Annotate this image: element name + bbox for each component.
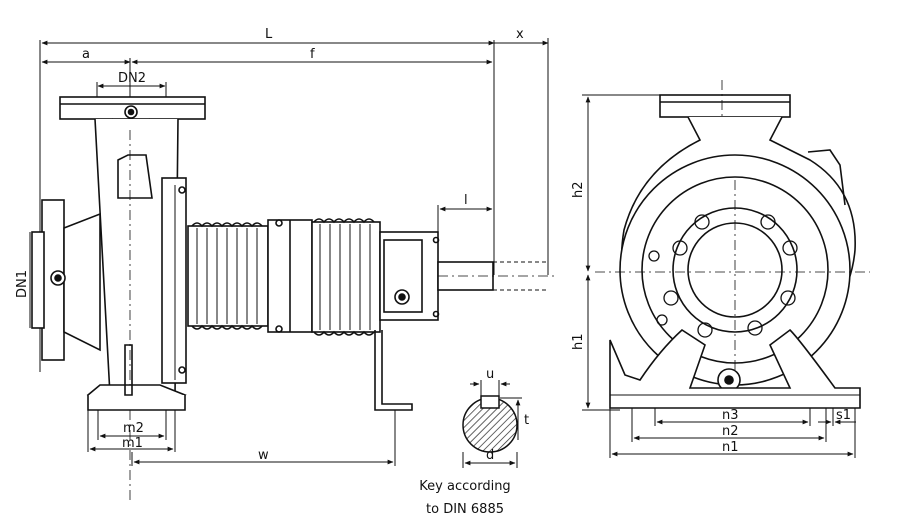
label-h1: h1 — [571, 333, 586, 350]
label-t: t — [524, 413, 529, 428]
label-dn2: DN2 — [118, 71, 146, 86]
label-n1: n1 — [722, 440, 739, 455]
label-dn1: DN1 — [15, 270, 30, 298]
label-h2: h2 — [571, 181, 586, 198]
key-caption-line1: Key according — [419, 479, 511, 494]
label-w: w — [258, 448, 269, 463]
label-L: L — [265, 27, 273, 42]
dimension-m-w — [87, 410, 396, 466]
label-l: l — [464, 193, 468, 208]
key-detail — [462, 380, 522, 468]
label-n3: n3 — [722, 408, 739, 423]
front-view — [582, 80, 870, 458]
key-caption: Key according to DIN 6885 — [400, 475, 530, 521]
bolt-holes — [648, 214, 798, 338]
dimension-n — [609, 408, 856, 458]
label-n2: n2 — [722, 424, 739, 439]
label-f: f — [310, 47, 315, 62]
dimension-labels: L x a f DN2 DN1 l u t d m2 m1 w h2 h1 n3… — [15, 27, 851, 463]
label-u: u — [486, 367, 494, 382]
side-view — [29, 38, 555, 500]
label-d: d — [486, 448, 494, 463]
label-s1: s1 — [836, 408, 851, 423]
dimension-l — [437, 205, 493, 262]
cooling-fins-2 — [311, 218, 381, 336]
label-m2: m2 — [123, 421, 144, 436]
cooling-fins-1 — [187, 222, 269, 330]
label-x: x — [516, 27, 524, 42]
label-a: a — [82, 47, 90, 62]
key-caption-line2: to DIN 6885 — [426, 502, 504, 517]
label-m1: m1 — [122, 436, 143, 451]
